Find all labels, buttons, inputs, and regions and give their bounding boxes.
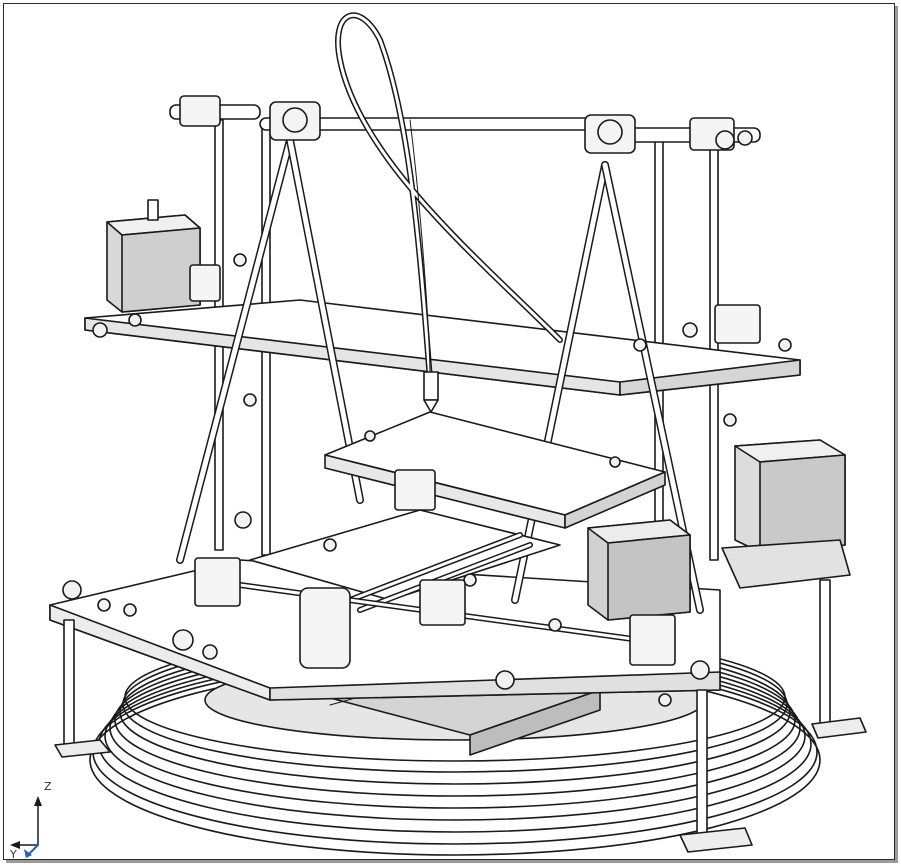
stepper-motor-top-left (106, 199, 201, 313)
vertex-fittings (179, 95, 753, 154)
coordinate-triad-icon (10, 796, 42, 858)
upper-frame-plate (84, 299, 801, 396)
triad-z-label: Z (44, 780, 52, 793)
bearing-blocks (189, 264, 761, 669)
feet (54, 717, 867, 853)
hot-end (423, 371, 439, 413)
nuts (62, 253, 792, 707)
stepper-motor-center (587, 519, 691, 621)
stepper-motor-right (721, 439, 851, 589)
bowden-tube (335, 12, 563, 383)
build-platform (324, 411, 666, 529)
triad-y-label: Y (10, 848, 17, 861)
